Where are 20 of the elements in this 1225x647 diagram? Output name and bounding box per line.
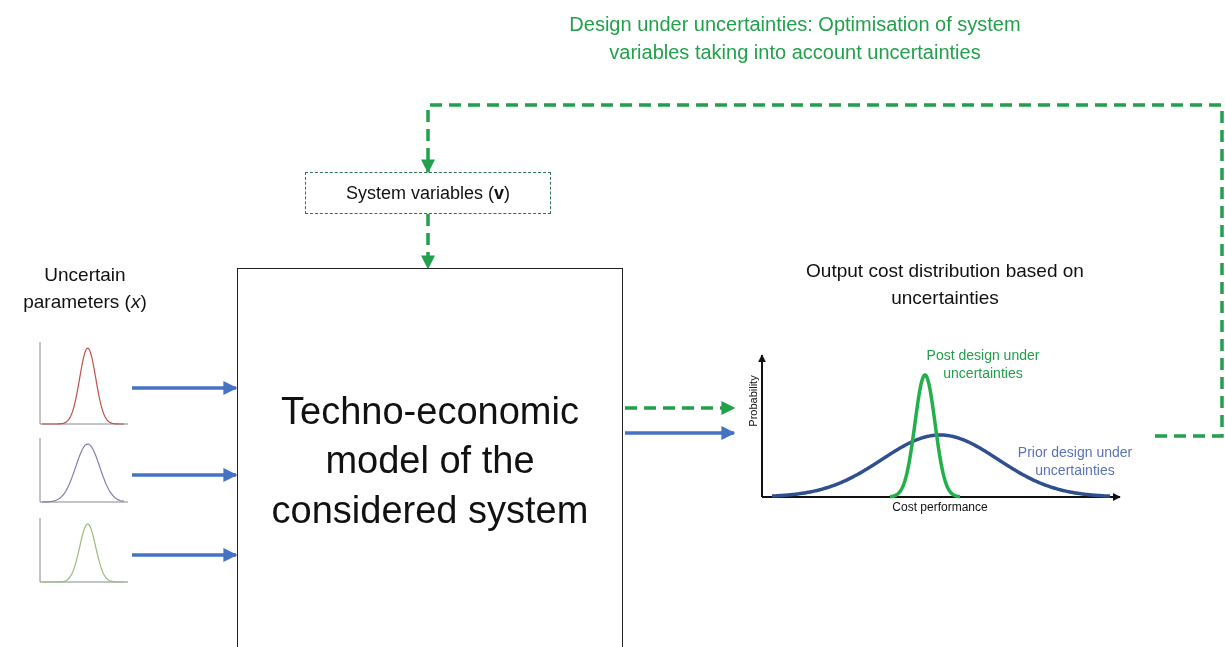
arrow <box>132 381 238 395</box>
arrow <box>132 468 238 482</box>
arrow <box>421 214 435 270</box>
distribution-plot <box>36 340 130 428</box>
arrow <box>625 401 736 415</box>
variables-box <box>305 172 551 214</box>
model-title: Techno-economic model of the considered system <box>270 389 590 533</box>
curve-label: Post design under uncertainties <box>925 347 1041 382</box>
distribution-plot <box>36 516 130 586</box>
curve-label: Prior design under uncertainties <box>1016 444 1134 479</box>
distribution-plot <box>36 436 130 506</box>
arrow <box>132 548 238 562</box>
axis-label: Probability <box>747 374 759 429</box>
inputs-heading: Uncertain parameters (x) <box>22 263 148 314</box>
box-label: System variables (v) <box>345 182 511 204</box>
axis-label: Cost performance <box>891 500 989 514</box>
model-box <box>237 268 623 647</box>
arrow <box>625 426 736 440</box>
arrow <box>421 103 1224 438</box>
chart-heading: Output cost distribution based on uncertainties <box>805 259 1085 310</box>
